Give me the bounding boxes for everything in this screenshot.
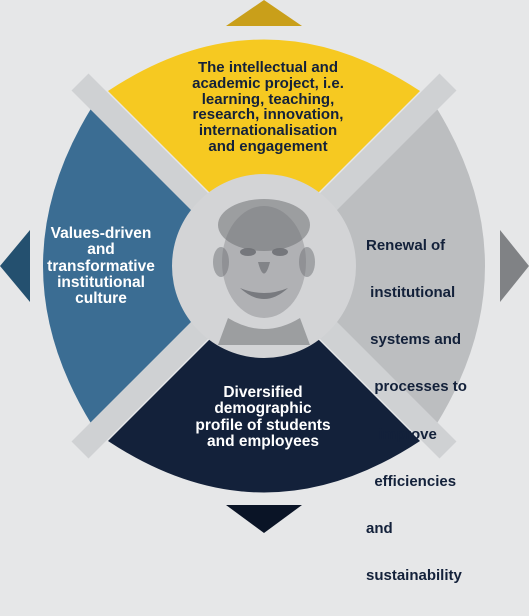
bottom-quadrant: [108, 285, 420, 493]
label-line: and engagement: [208, 137, 328, 155]
quadrant-label-top: The intellectual and academic project, i…: [158, 60, 378, 155]
portrait-right-ear: [299, 247, 315, 277]
label-line: profile of students: [195, 416, 331, 434]
label-line: and: [87, 241, 115, 259]
label-line: improve: [366, 425, 437, 443]
label-line: research, innovation,: [192, 106, 344, 124]
portrait-image: [213, 199, 315, 345]
label-line: demographic: [214, 400, 312, 418]
label-line: transformative: [47, 257, 155, 275]
right-tip: [500, 230, 529, 302]
label-line: efficiencies: [366, 472, 457, 490]
quadrant-label-right: Renewal of institutional systems and pro…: [366, 206, 506, 616]
label-line: institutional: [366, 283, 456, 301]
portrait-smile: [240, 288, 288, 299]
portrait-nose: [258, 262, 270, 274]
label-line: sustainability: [366, 567, 462, 585]
label-line: processes to: [366, 378, 467, 396]
label-line: culture: [75, 290, 127, 308]
portrait-left-eye: [240, 248, 256, 256]
label-line: systems and: [366, 331, 462, 348]
label-line: academic project, i.e.: [192, 74, 344, 92]
left-tip: [0, 230, 30, 302]
top-tip: [226, 0, 302, 26]
quadrant-graphic: [0, 0, 529, 533]
bottom-tip: [226, 505, 302, 533]
strategic-goals-diagram: The intellectual and academic project, i…: [0, 0, 529, 584]
label-line: Values-driven: [50, 225, 152, 242]
label-line: Renewal of: [366, 236, 446, 254]
label-line: Diversified: [223, 384, 303, 401]
portrait-hair: [218, 199, 310, 251]
label-line: internationalisation: [198, 122, 338, 139]
portrait-collar: [218, 318, 310, 345]
portrait-right-eye: [272, 248, 288, 256]
label-line: The intellectual and: [197, 59, 339, 76]
label-line: learning, teaching,: [201, 90, 335, 108]
right-quadrant: [280, 107, 485, 425]
label-line: and employees: [207, 432, 319, 450]
left-quadrant: [43, 107, 248, 425]
quadrant-label-left: Values-driven and transformative institu…: [26, 225, 176, 308]
label-line: and: [366, 520, 393, 537]
top-quadrant: [108, 39, 420, 247]
label-line: institutional: [57, 273, 145, 291]
portrait-left-ear: [213, 247, 229, 277]
quadrant-label-bottom: Diversified demographic profile of stude…: [168, 384, 358, 450]
